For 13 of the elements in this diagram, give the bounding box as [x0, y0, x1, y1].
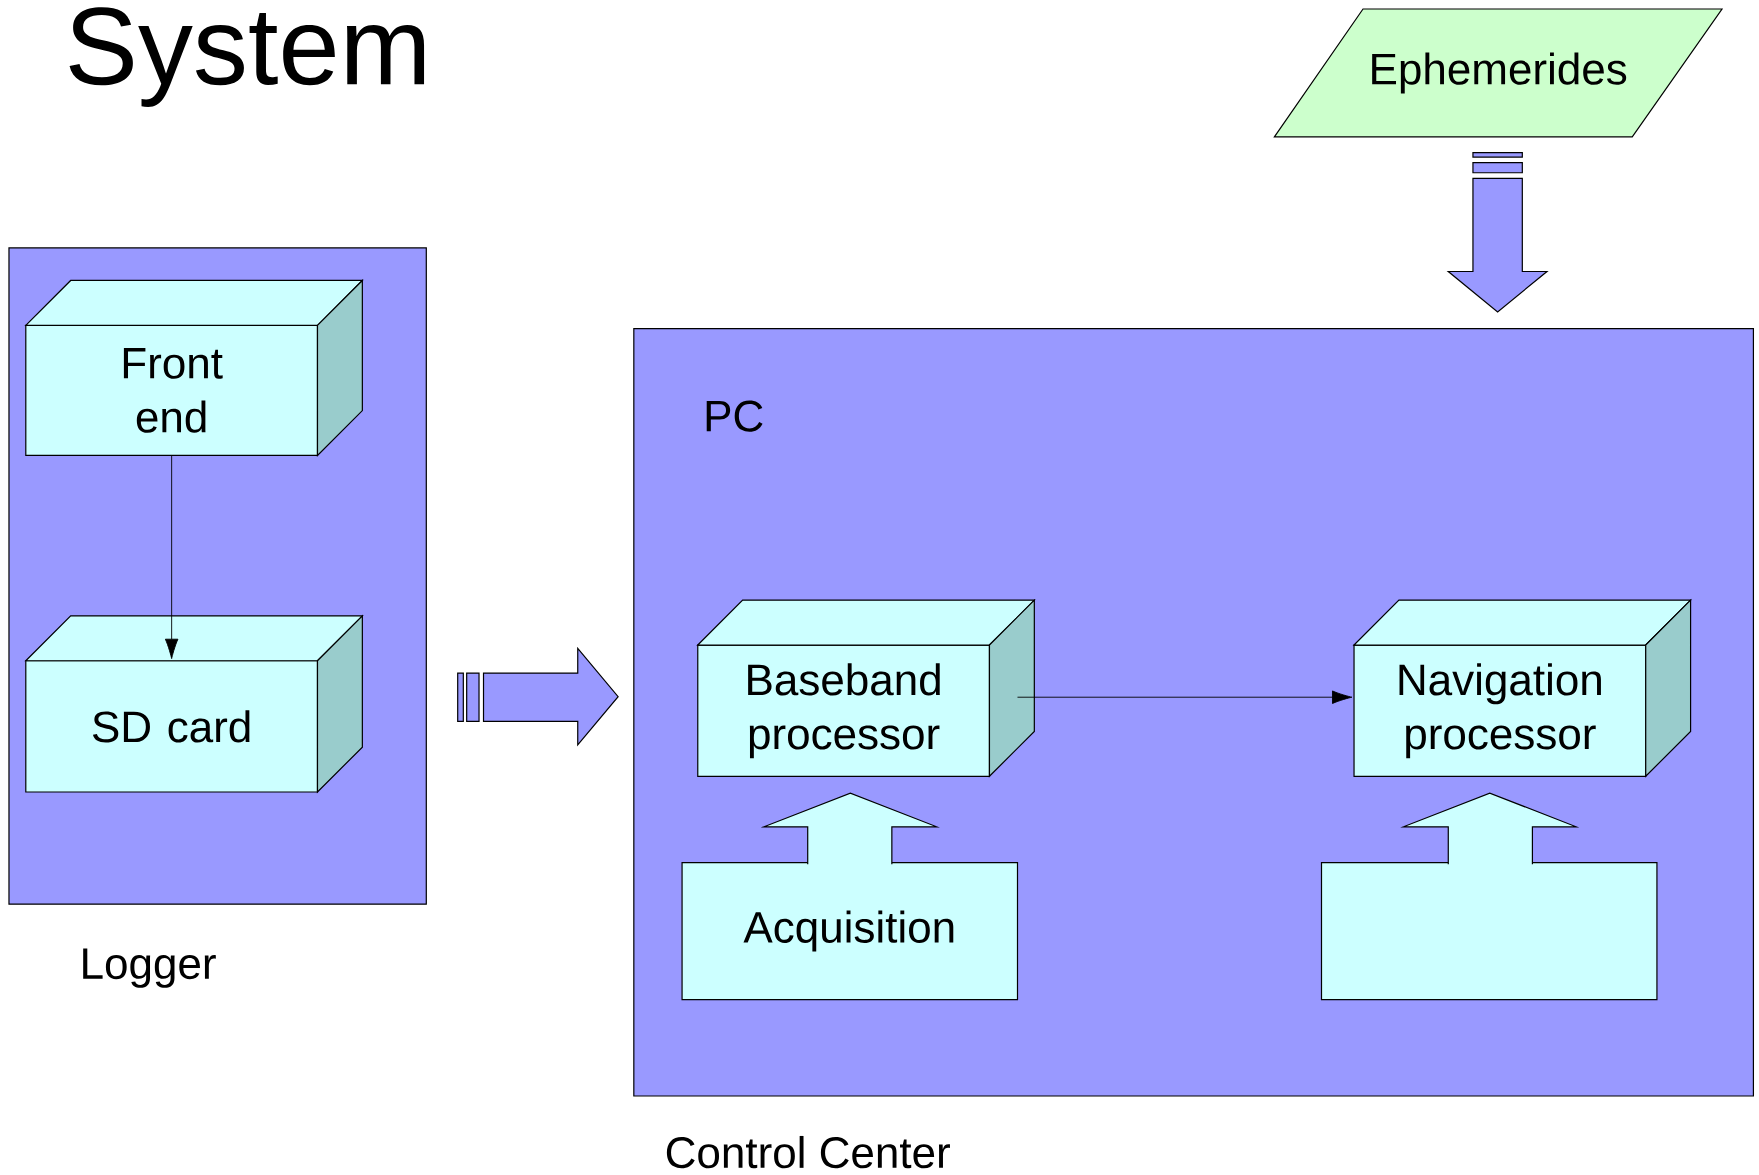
panel-label: Logger [83, 948, 216, 989]
panel-label: Control Center [666, 1136, 950, 1169]
block-arrow [1400, 792, 1580, 866]
arrow [1017, 690, 1353, 705]
title: System [69, 7, 425, 108]
process-box [1320, 862, 1658, 1001]
block-arrow [457, 647, 619, 747]
process-box: Acquisition [681, 862, 1019, 1001]
block-arrow [1446, 152, 1549, 313]
parallelogram-box: Ephemerides [1273, 8, 1724, 138]
arrow [164, 455, 179, 660]
block-arrow [760, 792, 940, 866]
panel-label: PC [706, 400, 763, 432]
